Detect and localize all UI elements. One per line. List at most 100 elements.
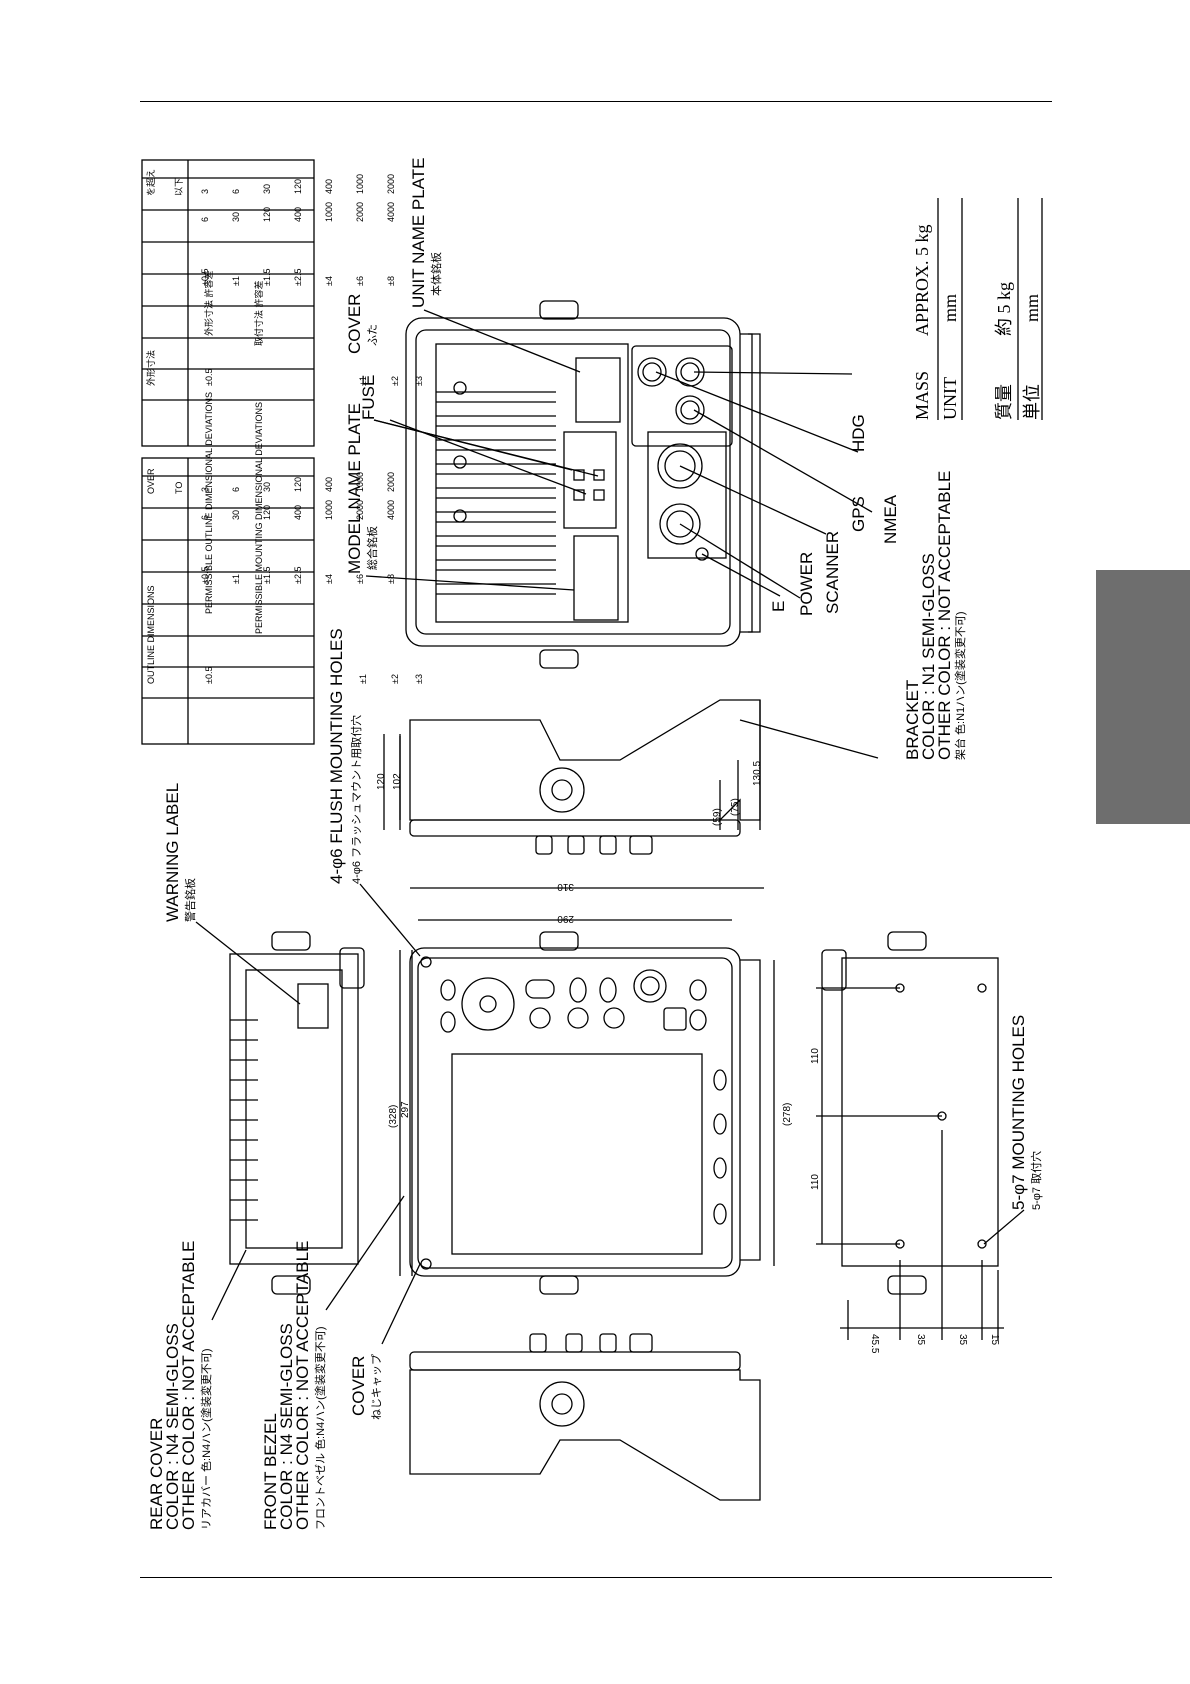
- dim-290: 290: [557, 913, 574, 924]
- model-name-plate-label: MODEL NAME PLATE: [345, 403, 364, 574]
- mass-label: MASS: [912, 371, 932, 420]
- tol-cell-jp-outline-4: ±4: [324, 276, 334, 286]
- bracket-view: [816, 931, 1004, 1340]
- tol-cell-en-outline-3: ±2.5: [293, 567, 303, 584]
- tol-cell-en-over-5: 1000: [355, 472, 365, 492]
- tol-cell-jp-outline-5: ±6: [355, 276, 365, 286]
- tol-mount-jp-2: ±2: [390, 376, 400, 386]
- flush-mounting-holes-label: 4-φ6 FLUSH MOUNTING HOLES: [327, 628, 346, 884]
- power-label: POWER: [797, 552, 816, 616]
- tol-cell-jp-outline-3: ±2.5: [293, 269, 303, 286]
- mass-value: APPROX. 5 kg: [912, 224, 932, 336]
- cooling-fins: [436, 391, 556, 595]
- tol-mount-en-0: ±0.5: [204, 667, 214, 684]
- tol-cell-en-outline-6: ±8: [386, 574, 396, 584]
- tol-cell-en-to-2: 120: [262, 505, 272, 520]
- tol-cell-jp-over-2: 30: [262, 184, 272, 194]
- top-rule: [140, 101, 1052, 102]
- model-name-plate-jp: 総合銘板: [365, 526, 379, 570]
- tol-cell-jp-over-1: 6: [231, 189, 241, 194]
- rear-cover-line-2: COLOR : N4 SEMI-GLOSS: [163, 1323, 182, 1530]
- unit-name-plate-jp: 本体銘板: [429, 252, 443, 296]
- bracket-line-2: COLOR : N1 SEMI-GLOSS: [919, 553, 938, 760]
- leader-mounting-holes: [983, 1209, 1025, 1245]
- flush-mounting-holes-jp: 4-φ6 フラッシュマウント用取付穴: [349, 715, 363, 884]
- tol-cell-jp-over-5: 1000: [355, 174, 365, 194]
- gps-label: GPS: [849, 496, 868, 532]
- tol-cell-en-over-0: 3: [200, 487, 210, 492]
- front-bezel-label-group: FRONT BEZEL COLOR : N4 SEMI-GLOSS OTHER …: [261, 1241, 327, 1530]
- mass-underlines: [937, 198, 1043, 420]
- tol-cell-jp-to-3: 400: [293, 207, 303, 222]
- unit-value-jp: mm: [1022, 294, 1042, 322]
- dim-278: (278): [782, 1103, 793, 1126]
- dim-102: 102: [392, 773, 403, 790]
- tol-cell-jp-to-0: 6: [200, 217, 210, 222]
- dim-328: (328): [388, 1105, 399, 1128]
- hdg-label: HDG: [849, 414, 868, 452]
- side-view: [399, 699, 761, 855]
- e-label: E: [769, 601, 788, 612]
- tol-cell-en-over-6: 2000: [386, 472, 396, 492]
- front-bezel-jp: フロントベゼル 色:N4ハン(塗装変更不可): [313, 1327, 327, 1531]
- tol-cell-en-to-0: 6: [200, 515, 210, 520]
- tolerance-table-jp: 外形寸法 を超え 以下 外形寸法 許容差 取付寸法 許容差: [141, 159, 315, 447]
- tolerance-rows: 3 6 ±0.5 6 30 ±1 30 120 ±1.5 120 400 ±2.5 400 1000 ±4 1…: [200, 174, 424, 684]
- dim-310: 310: [557, 881, 574, 892]
- tol-cell-en-over-1: 6: [231, 487, 241, 492]
- warning-label-label: WARNING LABEL: [163, 783, 182, 922]
- dim-35b: 35: [957, 1334, 968, 1346]
- tol-cell-en-over-3: 120: [293, 477, 303, 492]
- tol-mount-jp-3: ±3: [414, 376, 424, 386]
- tol-cell-en-over-4: 400: [324, 477, 334, 492]
- tol-cell-en-to-5: 2000: [355, 500, 365, 520]
- bracket-jp: 架台 色:N1ハン(塗装変更不可): [953, 612, 967, 761]
- tol-jp-header-outline-dev: 外形寸法 許容差: [203, 270, 214, 336]
- tol-cell-jp-over-4: 400: [324, 179, 334, 194]
- tol-cell-en-outline-4: ±4: [324, 574, 334, 584]
- section-tab: [1096, 570, 1190, 824]
- tol-mount-en-3: ±3: [414, 674, 424, 684]
- display-screen: [451, 1053, 703, 1255]
- front-bezel-line-2: COLOR : N4 SEMI-GLOSS: [277, 1323, 296, 1530]
- tol-cell-jp-outline-2: ±1.5: [262, 269, 272, 286]
- dim-130-5: 130.5: [752, 761, 763, 786]
- tol-cell-jp-over-0: 3: [200, 189, 210, 194]
- cover-bottom-label: COVER: [349, 1356, 368, 1416]
- dim-120: 120: [376, 773, 387, 790]
- tol-cell-en-to-1: 30: [231, 510, 241, 520]
- bottom-side-view: [409, 1333, 761, 1501]
- tol-cell-en-over-2: 30: [262, 482, 272, 492]
- tol-cell-en-outline-0: ±0.5: [200, 567, 210, 584]
- dim-15: 15: [989, 1334, 1000, 1346]
- scanner-label: SCANNER: [823, 531, 842, 614]
- unit-name-plate-label: UNIT NAME PLATE: [409, 157, 428, 308]
- tol-cell-en-outline-2: ±1.5: [262, 567, 272, 584]
- tol-mount-en-2: ±2: [390, 674, 400, 684]
- unit-label: UNIT: [940, 377, 960, 420]
- mass-label-jp: 質量: [994, 384, 1014, 420]
- tol-cell-jp-over-3: 120: [293, 179, 303, 194]
- tolerance-table-en: OUTLINE DIMENSIONS OVER TO PERMISSIBLE O…: [141, 392, 315, 745]
- mounting-holes-jp: 5-φ7 取付穴: [1029, 1151, 1043, 1210]
- tol-en-header-outline: OUTLINE DIMENSIONS: [146, 585, 156, 684]
- tol-cell-jp-outline-0: ±0.5: [200, 269, 210, 286]
- bracket-label-group: BRACKET COLOR : N1 SEMI-GLOSS OTHER COLO…: [903, 471, 967, 760]
- rear-view: [405, 300, 761, 669]
- tol-cell-en-to-4: 1000: [324, 500, 334, 520]
- tol-cell-jp-over-6: 2000: [386, 174, 396, 194]
- dim-45-5: 45.5: [869, 1334, 880, 1354]
- mass-block: MASS APPROX. 5 kg UNIT mm 質量 約 5 kg 単位 m…: [912, 224, 1042, 420]
- tol-cell-jp-to-1: 30: [231, 212, 241, 222]
- tol-en-header-mount-dev: PERMISSIBLE MOUNTING DIMENSIONAL DEVIATI…: [254, 402, 264, 634]
- bottom-rule: [140, 1577, 1052, 1578]
- tol-mount-en-1: ±1: [358, 674, 368, 684]
- unit-value: mm: [940, 294, 960, 322]
- tol-mount-jp-1: ±1: [358, 376, 368, 386]
- cover-top-jp: ふた: [366, 324, 379, 346]
- leader-flush: [359, 883, 421, 957]
- dim-297: 297: [400, 1101, 411, 1118]
- tol-en-header-to: TO: [174, 482, 184, 494]
- tol-cell-en-outline-1: ±1: [231, 574, 241, 584]
